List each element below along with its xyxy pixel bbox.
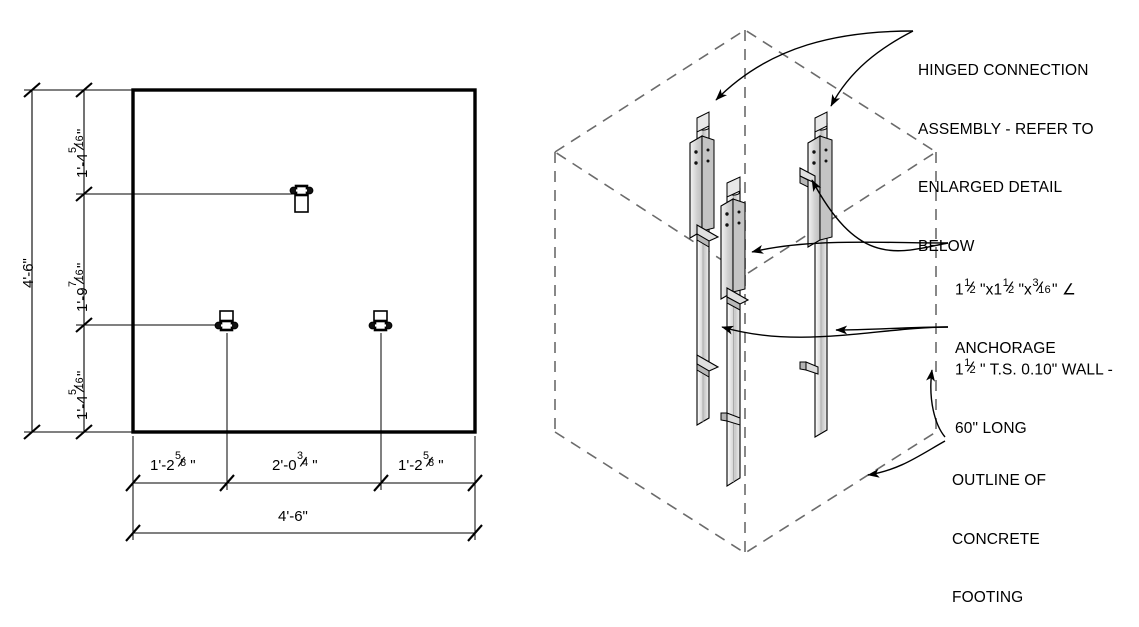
fraction-7-16: 7/16 bbox=[67, 269, 88, 288]
fraction-5-16-a: 5/16 bbox=[67, 135, 88, 154]
anchorage-line-2: ANCHORAGE bbox=[955, 340, 1056, 357]
plan-view-group bbox=[23, 82, 483, 542]
leader-anchorage-mid bbox=[751, 241, 949, 254]
footing-line-2: CONCRETE bbox=[952, 530, 1040, 548]
leader-hinged-right bbox=[830, 30, 914, 107]
plan-extension-lines-horizontal bbox=[132, 333, 476, 540]
hinged-line-4: BELOW bbox=[918, 237, 975, 255]
iso-leader-lines bbox=[715, 30, 949, 478]
dim-label-horizontal-overall: 4'-6" bbox=[278, 508, 308, 525]
drawing-canvas bbox=[23, 29, 949, 554]
fraction-one-half-a: 1/2 bbox=[964, 277, 976, 296]
fraction-three-sixteenths: 3/16 bbox=[1032, 277, 1051, 296]
drawing-sheet: HINGED CONNECTION ASSEMBLY - REFER TO EN… bbox=[20, 22, 1113, 606]
iso-post-left bbox=[689, 111, 720, 426]
plan-dimension-ticks-horizontal bbox=[125, 474, 483, 542]
iso-view-group bbox=[553, 29, 949, 554]
dim-label-vertical-overall: 4'-6" bbox=[20, 258, 37, 288]
leader-footing-lower bbox=[867, 440, 946, 478]
plan-dimension-lines-horizontal bbox=[133, 482, 475, 534]
leader-anchorage-right bbox=[811, 179, 949, 252]
plan-post-rear-center bbox=[289, 184, 314, 213]
plan-dimension-lines-vertical bbox=[31, 90, 85, 432]
fraction-one-half-b: 1/2 bbox=[1002, 277, 1015, 296]
footing-line-3: FOOTING bbox=[952, 589, 1024, 606]
hinged-line-1: HINGED CONNECTION bbox=[918, 62, 1089, 79]
plan-footing-outline bbox=[131, 88, 477, 434]
leader-tube-right bbox=[835, 325, 949, 335]
annotation-footing-outline: OUTLINE OF CONCRETE FOOTING bbox=[952, 432, 1046, 627]
iso-post-right bbox=[799, 111, 833, 438]
fraction-5-16-b: 5/16 bbox=[67, 377, 88, 396]
leader-hinged-left bbox=[715, 30, 914, 101]
fraction-5-8-b: 5/8 bbox=[422, 450, 435, 471]
leader-footing-upper bbox=[926, 369, 946, 438]
fraction-5-8-a: 5/8 bbox=[174, 450, 187, 471]
hinged-line-2: ASSEMBLY - REFER TO bbox=[918, 120, 1094, 138]
footing-line-1: OUTLINE OF bbox=[952, 472, 1047, 489]
plan-dimension-ticks-vertical bbox=[23, 82, 93, 440]
fraction-3-4: 3/4 bbox=[296, 450, 309, 471]
plan-extension-lines-vertical bbox=[24, 89, 302, 433]
iso-footing-outline bbox=[553, 29, 938, 554]
hinged-line-3: ENLARGED DETAIL bbox=[918, 179, 1063, 196]
leader-tube-left bbox=[721, 325, 949, 338]
iso-post-middle bbox=[720, 176, 750, 487]
plan-post-front-right bbox=[368, 310, 393, 332]
annotation-hinged-connection: HINGED CONNECTION ASSEMBLY - REFER TO EN… bbox=[918, 22, 1094, 276]
iso-lower-clip-left bbox=[696, 354, 720, 378]
tube-line-2: 60" LONG bbox=[955, 420, 1027, 437]
fraction-one-half-c: 1/2 bbox=[964, 357, 976, 376]
plan-post-front-left bbox=[214, 310, 239, 332]
